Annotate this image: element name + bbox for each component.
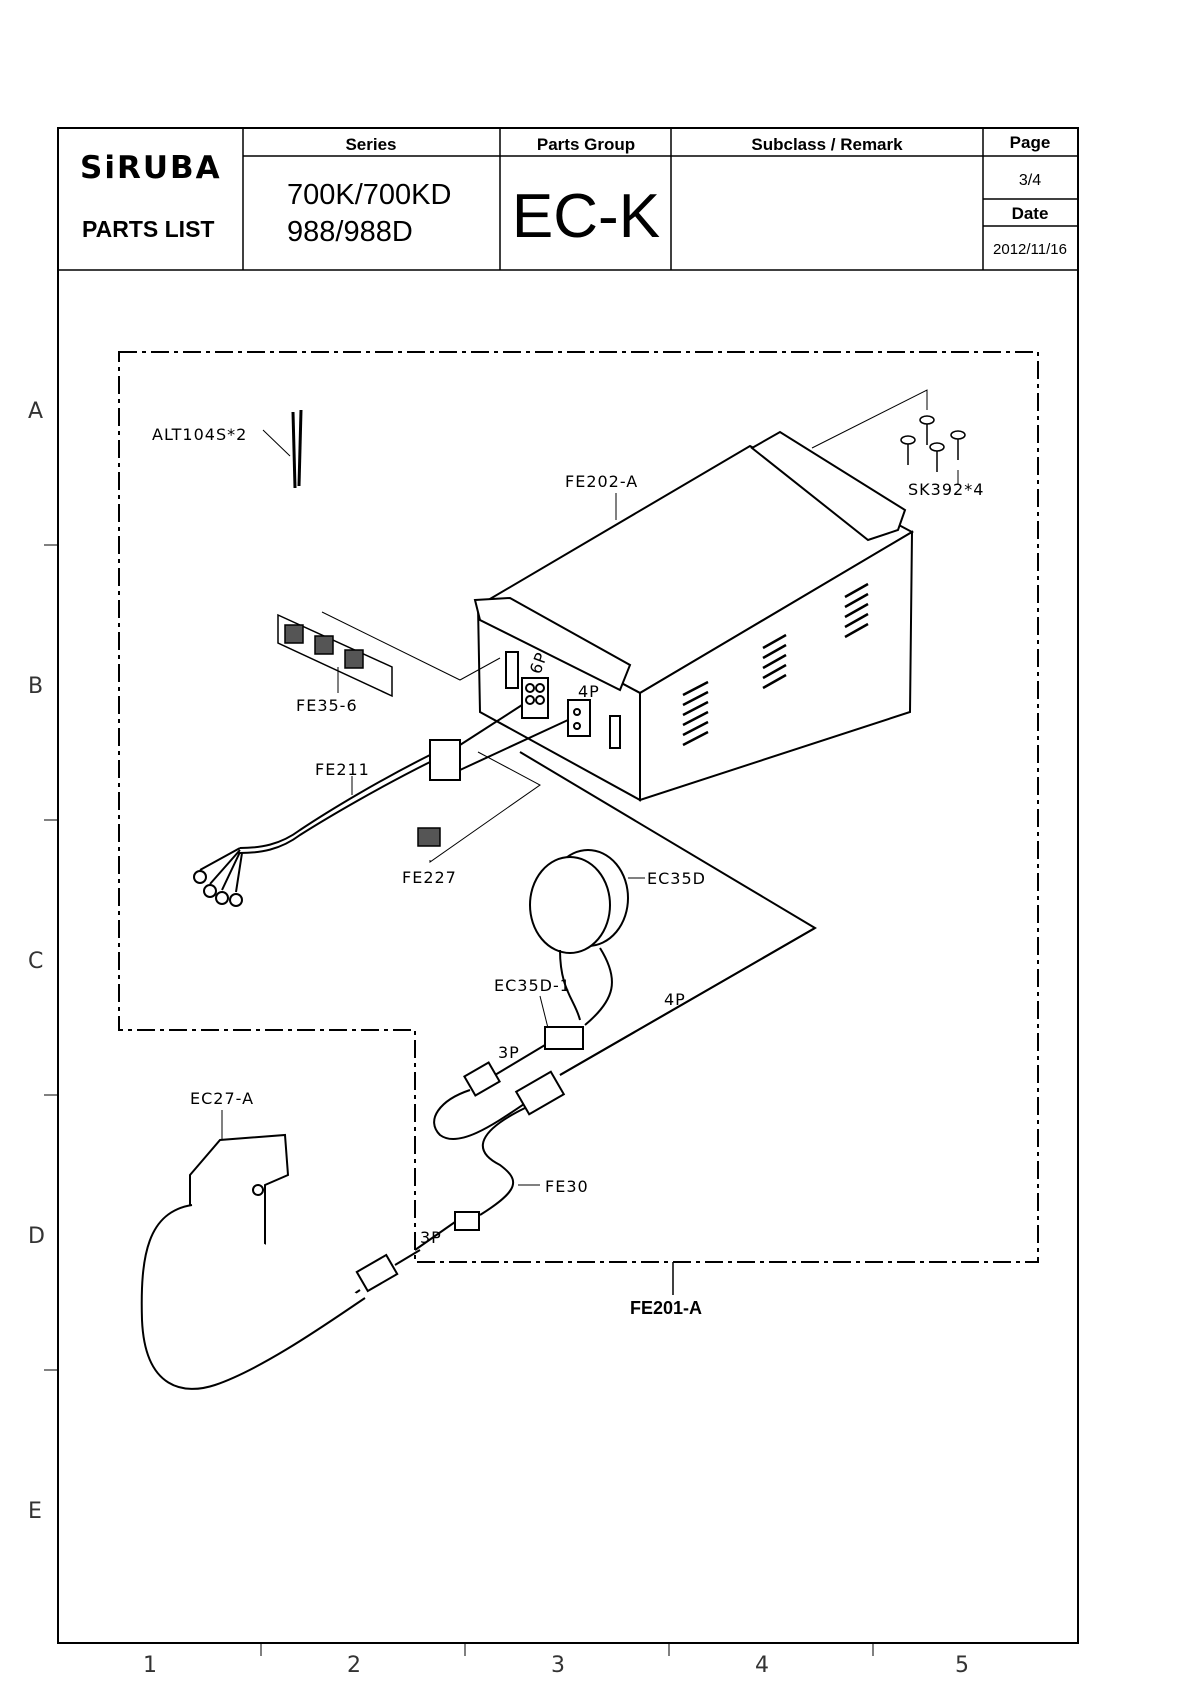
label-ec35d1: EC35D-1 [494,976,571,995]
series-value-2: 988/988D [287,216,413,248]
label-4p-wire: 4P [664,990,686,1009]
row-label-e: E [28,1499,42,1524]
label-fe202: FE202-A [565,472,638,491]
label-fe201: FE201-A [630,1298,702,1318]
label-ec27: EC27-A [190,1089,254,1108]
col-label-1: 1 [143,1653,157,1678]
doc-type: PARTS LIST [82,216,214,242]
label-ec35d: EC35D [647,869,706,888]
screws [901,416,965,472]
label-alt104: ALT104S*2 [152,425,247,444]
cable-ties [293,410,301,488]
connector-ec35d1 [545,1027,583,1049]
col-label-4: 4 [755,1653,769,1678]
brand-logo: SiRUBA [80,150,222,186]
label-plate [278,615,392,696]
buzzer [530,850,628,1025]
series-value-1: 700K/700KD [287,179,451,211]
label-3p-upper: 3P [498,1043,520,1062]
row-label-b: B [28,674,43,699]
label-3p-lower: 3P [420,1228,442,1247]
socket-4p [568,700,590,736]
parts-group-label: Parts Group [537,135,635,154]
socket-6p [522,678,548,718]
harness-fe30 [415,928,815,1250]
row-label-c: C [28,949,43,974]
parts-group-value: EC-K [512,182,660,251]
row-label-a: A [28,399,43,424]
label-fe35: FE35-6 [296,696,358,715]
label-4p-top: 4P [578,682,600,701]
small-plate [418,828,440,846]
sensor-ec27 [142,1135,420,1389]
row-label-d: D [28,1224,45,1249]
label-fe211: FE211 [315,760,370,779]
label-sk392: SK392*4 [908,480,984,499]
column-markers: 1 2 3 4 5 [143,1643,969,1678]
subclass-label: Subclass / Remark [751,135,903,154]
page-label: Page [1010,133,1051,152]
date-value: 2012/11/16 [993,241,1067,258]
col-label-3: 3 [551,1653,565,1678]
label-fe30: FE30 [545,1177,589,1196]
col-label-2: 2 [347,1653,361,1678]
series-label: Series [345,135,396,154]
date-label: Date [1012,204,1049,223]
label-fe227: FE227 [402,868,457,887]
col-label-5: 5 [955,1653,969,1678]
row-markers: A B C D E [28,399,58,1524]
page-value: 3/4 [1019,172,1041,189]
cable-fe211 [194,705,568,906]
